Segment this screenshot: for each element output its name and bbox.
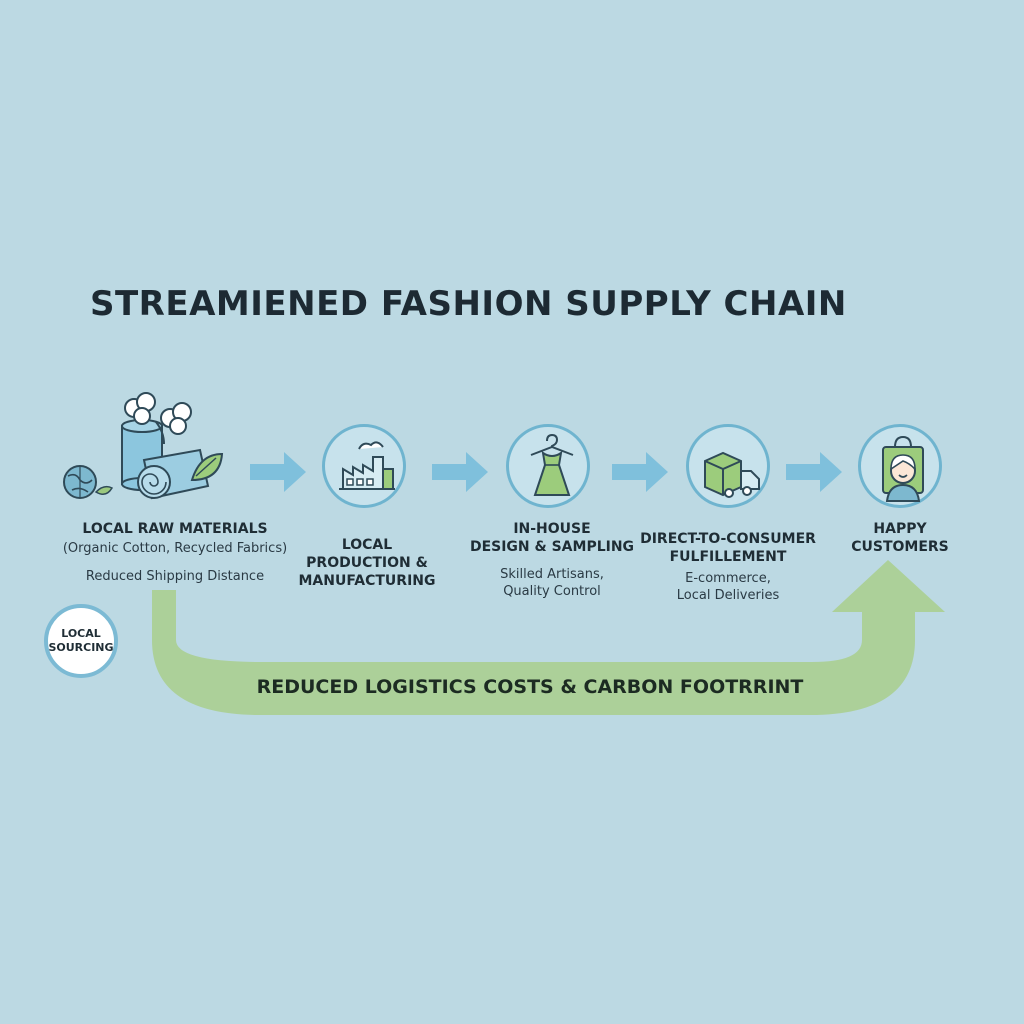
step-sub-fulfillment: E-commerce, Local Deliveries	[648, 570, 808, 604]
sub-line: Quality Control	[503, 584, 601, 599]
label-line: MANUFACTURING	[298, 573, 436, 589]
local-sourcing-badge: LOCAL SOURCING	[44, 604, 118, 678]
label-line: LOCAL	[341, 537, 393, 553]
step-note-raw-materials: Reduced Shipping Distance	[85, 569, 265, 584]
badge-line: LOCAL	[61, 627, 101, 640]
customer-shopping-bag-icon	[882, 435, 924, 502]
step-label-fulfillment: DIRECT-TO-CONSUMER FULFILLEMENT	[636, 530, 820, 566]
step-label-production: LOCAL PRODUCTION & MANUFACTURING	[282, 536, 452, 590]
customers-node	[858, 424, 942, 508]
fulfillment-node	[686, 424, 770, 508]
step-sub-raw-materials: (Organic Cotton, Recycled Fabrics)	[62, 541, 288, 556]
step-label-customers: HAPPY CUSTOMERS	[840, 520, 960, 556]
sub-line: Local Deliveries	[676, 588, 780, 603]
design-node	[506, 424, 590, 508]
label-line: HAPPY	[873, 521, 927, 537]
band-label: REDUCED LOGISTICS COSTS & CARBON FOOTRRI…	[256, 676, 804, 698]
step-sub-design: Skilled Artisans, Quality Control	[474, 566, 630, 600]
delivery-truck-icon	[704, 451, 760, 498]
page-title: STREAMIENED FASHION SUPPLY CHAIN	[90, 284, 847, 324]
factory-node	[322, 424, 406, 508]
globe-icon	[63, 465, 97, 499]
step-label-raw-materials: LOCAL RAW MATERIALS	[82, 521, 268, 537]
factory-icon	[339, 441, 395, 490]
arrow-right-icon	[250, 452, 306, 492]
label-line: DESIGN & SAMPLING	[469, 539, 635, 555]
label-line: PRODUCTION &	[306, 555, 428, 571]
fabric-roll-icon	[137, 448, 210, 500]
badge-line: SOURCING	[48, 641, 114, 654]
label-line: FULFILLEMENT	[669, 549, 787, 565]
raw-materials-illustration	[60, 388, 230, 508]
step-label-design: IN-HOUSE DESIGN & SAMPLING	[464, 520, 640, 556]
arrow-right-icon	[432, 452, 488, 492]
cotton-icon	[124, 392, 192, 445]
arrow-right-icon	[786, 452, 842, 492]
dress-hanger-icon	[530, 433, 574, 496]
label-line: IN-HOUSE	[513, 521, 591, 537]
arrow-right-icon	[612, 452, 668, 492]
green-return-arrow	[152, 560, 945, 715]
label-line: DIRECT-TO-CONSUMER	[640, 531, 816, 547]
sub-line: Skilled Artisans,	[500, 567, 604, 582]
label-line: CUSTOMERS	[851, 539, 949, 555]
sub-line: E-commerce,	[685, 571, 771, 586]
